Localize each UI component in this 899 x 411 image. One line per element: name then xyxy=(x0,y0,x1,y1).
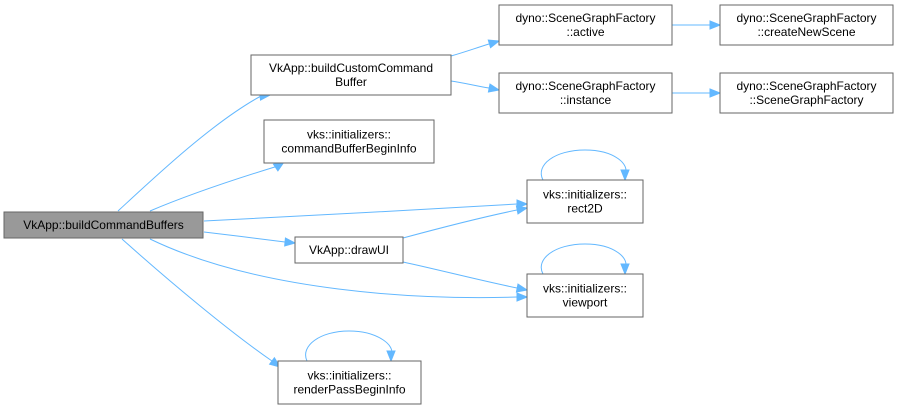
node-sgf-active[interactable]: dyno::SceneGraphFactory::active xyxy=(498,4,673,46)
edge-root-to-viewport xyxy=(149,238,529,302)
node-label: rect2D xyxy=(567,202,603,216)
edge-root-to-drawui xyxy=(203,231,297,247)
node-box xyxy=(498,72,673,114)
node-sgf-ctor[interactable]: dyno::SceneGraphFactory::SceneGraphFacto… xyxy=(719,72,894,114)
arrow-head-icon xyxy=(709,20,722,30)
node-label: ::createNewScene xyxy=(757,25,855,39)
node-box xyxy=(263,119,435,164)
node-box xyxy=(277,360,422,405)
edge-sgf_active-to-sgf_create xyxy=(672,20,722,30)
node-sgf-create[interactable]: dyno::SceneGraphFactory::createNewScene xyxy=(719,4,894,46)
edge-root-to-renderpass xyxy=(121,238,282,368)
node-box xyxy=(250,54,452,96)
arrow-head-icon xyxy=(487,39,501,49)
edge-renderpass-to-renderpass xyxy=(305,330,396,363)
edge-line xyxy=(402,261,518,289)
edge-rect2d-to-rect2d xyxy=(540,149,630,182)
edge-line xyxy=(203,231,286,243)
node-label: vks::initializers:: xyxy=(543,188,627,202)
node-box xyxy=(719,4,894,46)
node-label: dyno::SceneGraphFactory xyxy=(736,79,876,93)
node-label: vks::initializers:: xyxy=(307,369,391,383)
node-drawui[interactable]: VkApp::drawUI xyxy=(294,236,404,264)
node-box xyxy=(719,72,894,114)
edge-line xyxy=(450,80,490,89)
node-label: commandBufferBeginInfo xyxy=(281,142,417,156)
arrow-head-icon xyxy=(515,205,529,215)
node-label: ::active xyxy=(566,25,604,39)
node-viewport[interactable]: vks::initializers::viewport xyxy=(526,273,644,318)
node-label: renderPassBeginInfo xyxy=(293,383,405,397)
node-label: viewport xyxy=(563,296,608,310)
arrow-head-icon xyxy=(284,237,297,247)
node-rect2d[interactable]: vks::initializers::rect2D xyxy=(526,179,644,224)
node-label: VkApp::buildCommandBuffers xyxy=(23,218,184,232)
node-sgf-instance[interactable]: dyno::SceneGraphFactory::instance xyxy=(498,72,673,114)
node-cmdbegin[interactable]: vks::initializers::commandBufferBeginInf… xyxy=(263,119,435,164)
edge-line xyxy=(117,95,262,212)
node-label: vks::initializers:: xyxy=(307,128,391,142)
edge-line xyxy=(203,203,518,222)
arrow-head-icon xyxy=(487,83,501,93)
node-label: dyno::SceneGraphFactory xyxy=(736,11,876,25)
edge-drawui-to-rect2d xyxy=(402,205,529,239)
arrow-head-icon xyxy=(709,88,722,98)
node-box xyxy=(498,4,673,46)
node-label: dyno::SceneGraphFactory xyxy=(515,79,655,93)
arrow-head-icon xyxy=(515,283,529,293)
node-box xyxy=(526,273,644,318)
node-label: ::instance xyxy=(560,93,612,107)
edge-root-to-cmdbegin xyxy=(149,161,286,212)
arrow-head-icon xyxy=(516,292,529,302)
node-label: ::SceneGraphFactory xyxy=(749,93,863,107)
edge-line xyxy=(305,330,393,362)
edge-sgf_instance-to-sgf_ctor xyxy=(672,88,722,98)
edge-line xyxy=(149,238,518,299)
edge-buildcustom-to-sgf_instance xyxy=(450,80,501,93)
edge-line xyxy=(402,209,518,239)
edge-line xyxy=(149,165,279,212)
arrow-head-icon xyxy=(620,169,630,182)
node-box xyxy=(3,211,204,239)
node-root[interactable]: VkApp::buildCommandBuffers xyxy=(3,211,204,239)
arrow-head-icon xyxy=(516,199,529,209)
edge-line xyxy=(540,243,627,275)
arrow-head-icon xyxy=(620,263,630,276)
edge-line xyxy=(450,43,490,57)
edge-root-to-buildcustom xyxy=(117,91,272,212)
edge-line xyxy=(540,149,627,181)
node-renderpass[interactable]: vks::initializers::renderPassBeginInfo xyxy=(277,360,422,405)
arrow-head-icon xyxy=(386,350,396,363)
node-label: VkApp::drawUI xyxy=(309,243,389,257)
edge-drawui-to-viewport xyxy=(402,261,529,293)
node-box xyxy=(526,179,644,224)
nodes-layer: VkApp::buildCommandBuffers VkApp::buildCu… xyxy=(3,4,894,405)
node-label: Buffer xyxy=(335,75,367,89)
edge-root-to-rect2d xyxy=(203,199,529,222)
edges-layer xyxy=(117,20,722,368)
arrow-head-icon xyxy=(268,356,282,368)
node-label: vks::initializers:: xyxy=(543,282,627,296)
edge-viewport-to-viewport xyxy=(540,243,630,276)
node-box xyxy=(294,236,404,264)
edge-line xyxy=(121,238,273,362)
edge-buildcustom-to-sgf_active xyxy=(450,39,501,57)
node-label: dyno::SceneGraphFactory xyxy=(515,11,655,25)
node-label: VkApp::buildCustomCommand xyxy=(269,61,433,75)
